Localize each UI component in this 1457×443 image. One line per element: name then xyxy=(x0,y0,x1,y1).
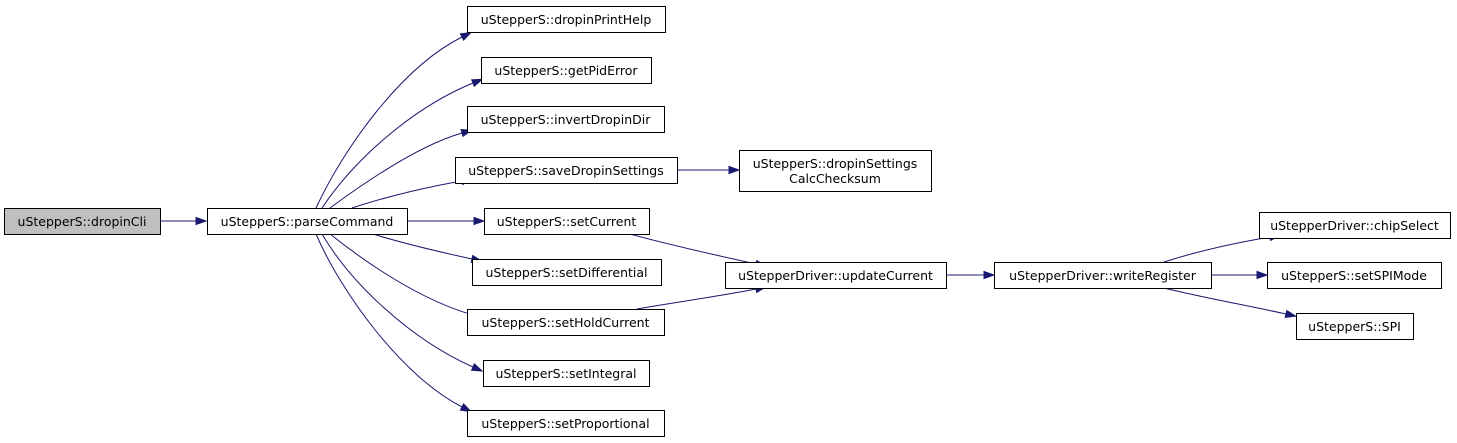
node-label: uStepperS::dropinSettings xyxy=(753,156,918,171)
node-box xyxy=(207,208,408,235)
node-label: uStepperS::setProportional xyxy=(481,416,649,431)
node-setProportional[interactable]: uStepperS::setProportional xyxy=(467,410,665,437)
node-setCurrent[interactable]: uStepperS::setCurrent xyxy=(484,208,650,235)
node-label: uStepperDriver::updateCurrent xyxy=(738,268,933,283)
nodes-layer: uStepperS::dropinCli uStepperS::parseComm… xyxy=(4,6,1451,437)
edge-setHoldCurrent-to-updateCurrent xyxy=(636,285,768,310)
edge-line xyxy=(321,233,474,368)
node-label: uStepperS::setCurrent xyxy=(497,214,637,229)
edge-parseCommand-to-getPidError xyxy=(321,78,484,209)
node-label: uStepperS::setDifferential xyxy=(486,265,648,280)
arrowhead-icon xyxy=(195,216,208,226)
node-setDifferential[interactable]: uStepperS::setDifferential xyxy=(472,259,662,286)
edge-parseCommand-to-setDifferential xyxy=(372,233,484,263)
node-box xyxy=(467,309,665,336)
edge-parseCommand-to-setProportional xyxy=(315,233,473,413)
edge-line xyxy=(321,82,474,209)
node-invertDropinDir[interactable]: uStepperS::invertDropinDir xyxy=(467,106,665,133)
edge-parseCommand-to-setIntegral xyxy=(321,233,484,372)
edge-line xyxy=(315,36,463,209)
node-SPI[interactable]: uStepperS::SPI xyxy=(1296,313,1414,340)
node-label: uStepperDriver::writeRegister xyxy=(1009,268,1197,283)
node-box xyxy=(484,208,650,235)
node-box xyxy=(483,360,650,387)
node-box xyxy=(4,208,161,235)
node-setSPIMode[interactable]: uStepperS::setSPIMode xyxy=(1267,262,1442,289)
edge-line xyxy=(372,233,473,260)
edge-line xyxy=(629,233,757,265)
node-label: uStepperS::setHoldCurrent xyxy=(481,315,649,330)
arrowhead-icon xyxy=(459,31,473,41)
node-label: uStepperS::getPidError xyxy=(494,63,638,78)
arrowhead-icon xyxy=(459,403,473,413)
arrowhead-icon xyxy=(470,362,484,372)
edge-updateCurrent-to-writeRegister xyxy=(946,270,996,280)
edge-saveDropinSettings-to-dropinSettingsCalcChecksum xyxy=(677,165,741,175)
node-parseCommand[interactable]: uStepperS::parseCommand xyxy=(207,208,408,235)
arrowhead-icon xyxy=(728,165,741,175)
edge-line xyxy=(329,132,463,209)
edge-line xyxy=(329,233,474,316)
edge-line xyxy=(1163,236,1271,263)
node-label: uStepperS::setIntegral xyxy=(495,366,636,381)
node-dropinCli[interactable]: uStepperS::dropinCli xyxy=(4,208,161,235)
arrowhead-icon xyxy=(1256,270,1269,280)
node-label: uStepperS::setSPIMode xyxy=(1281,268,1427,283)
node-box xyxy=(455,157,678,184)
edge-line xyxy=(351,180,463,209)
node-box xyxy=(1259,212,1451,239)
node-box xyxy=(472,259,662,286)
node-saveDropinSettings[interactable]: uStepperS::saveDropinSettings xyxy=(455,157,678,184)
edge-line xyxy=(1163,287,1287,315)
node-updateCurrent[interactable]: uStepperDriver::updateCurrent xyxy=(725,262,947,289)
arrowhead-icon xyxy=(983,270,996,280)
node-box xyxy=(725,262,947,289)
node-label: uStepperDriver::chipSelect xyxy=(1270,218,1439,233)
edge-parseCommand-to-invertDropinDir xyxy=(329,129,474,209)
node-box xyxy=(994,262,1212,289)
node-label: uStepperS::invertDropinDir xyxy=(481,112,652,127)
node-label: uStepperS::saveDropinSettings xyxy=(468,163,664,178)
node-label: uStepperS::dropinPrintHelp xyxy=(481,12,652,27)
edge-parseCommand-to-saveDropinSettings xyxy=(351,176,474,209)
arrowhead-icon xyxy=(1284,309,1298,318)
node-box xyxy=(467,106,665,133)
edge-dropinCli-to-parseCommand xyxy=(160,216,208,226)
node-dropinPrintHelp[interactable]: uStepperS::dropinPrintHelp xyxy=(467,6,666,33)
node-box xyxy=(481,57,652,84)
edge-writeRegister-to-setSPIMode xyxy=(1211,270,1269,280)
edge-writeRegister-to-SPI xyxy=(1163,287,1298,318)
node-box xyxy=(1267,262,1442,289)
node-setHoldCurrent[interactable]: uStepperS::setHoldCurrent xyxy=(467,309,665,336)
node-writeRegister[interactable]: uStepperDriver::writeRegister xyxy=(994,262,1212,289)
node-box xyxy=(467,410,665,437)
node-getPidError[interactable]: uStepperS::getPidError xyxy=(481,57,652,84)
arrowhead-icon xyxy=(470,78,484,88)
edge-line xyxy=(315,233,463,408)
node-label: CalcChecksum xyxy=(789,171,881,186)
node-label: uStepperS::SPI xyxy=(1308,319,1401,334)
node-chipSelect[interactable]: uStepperDriver::chipSelect xyxy=(1259,212,1451,239)
node-label: uStepperS::parseCommand xyxy=(221,214,394,229)
node-setIntegral[interactable]: uStepperS::setIntegral xyxy=(483,360,650,387)
node-box xyxy=(739,150,932,192)
node-box xyxy=(467,6,666,33)
edge-line xyxy=(636,288,757,310)
edge-parseCommand-to-dropinPrintHelp xyxy=(315,31,473,209)
node-box xyxy=(1296,313,1414,340)
arrowhead-icon xyxy=(473,216,486,226)
node-label: uStepperS::dropinCli xyxy=(18,214,147,229)
edge-parseCommand-to-setCurrent xyxy=(407,216,486,226)
